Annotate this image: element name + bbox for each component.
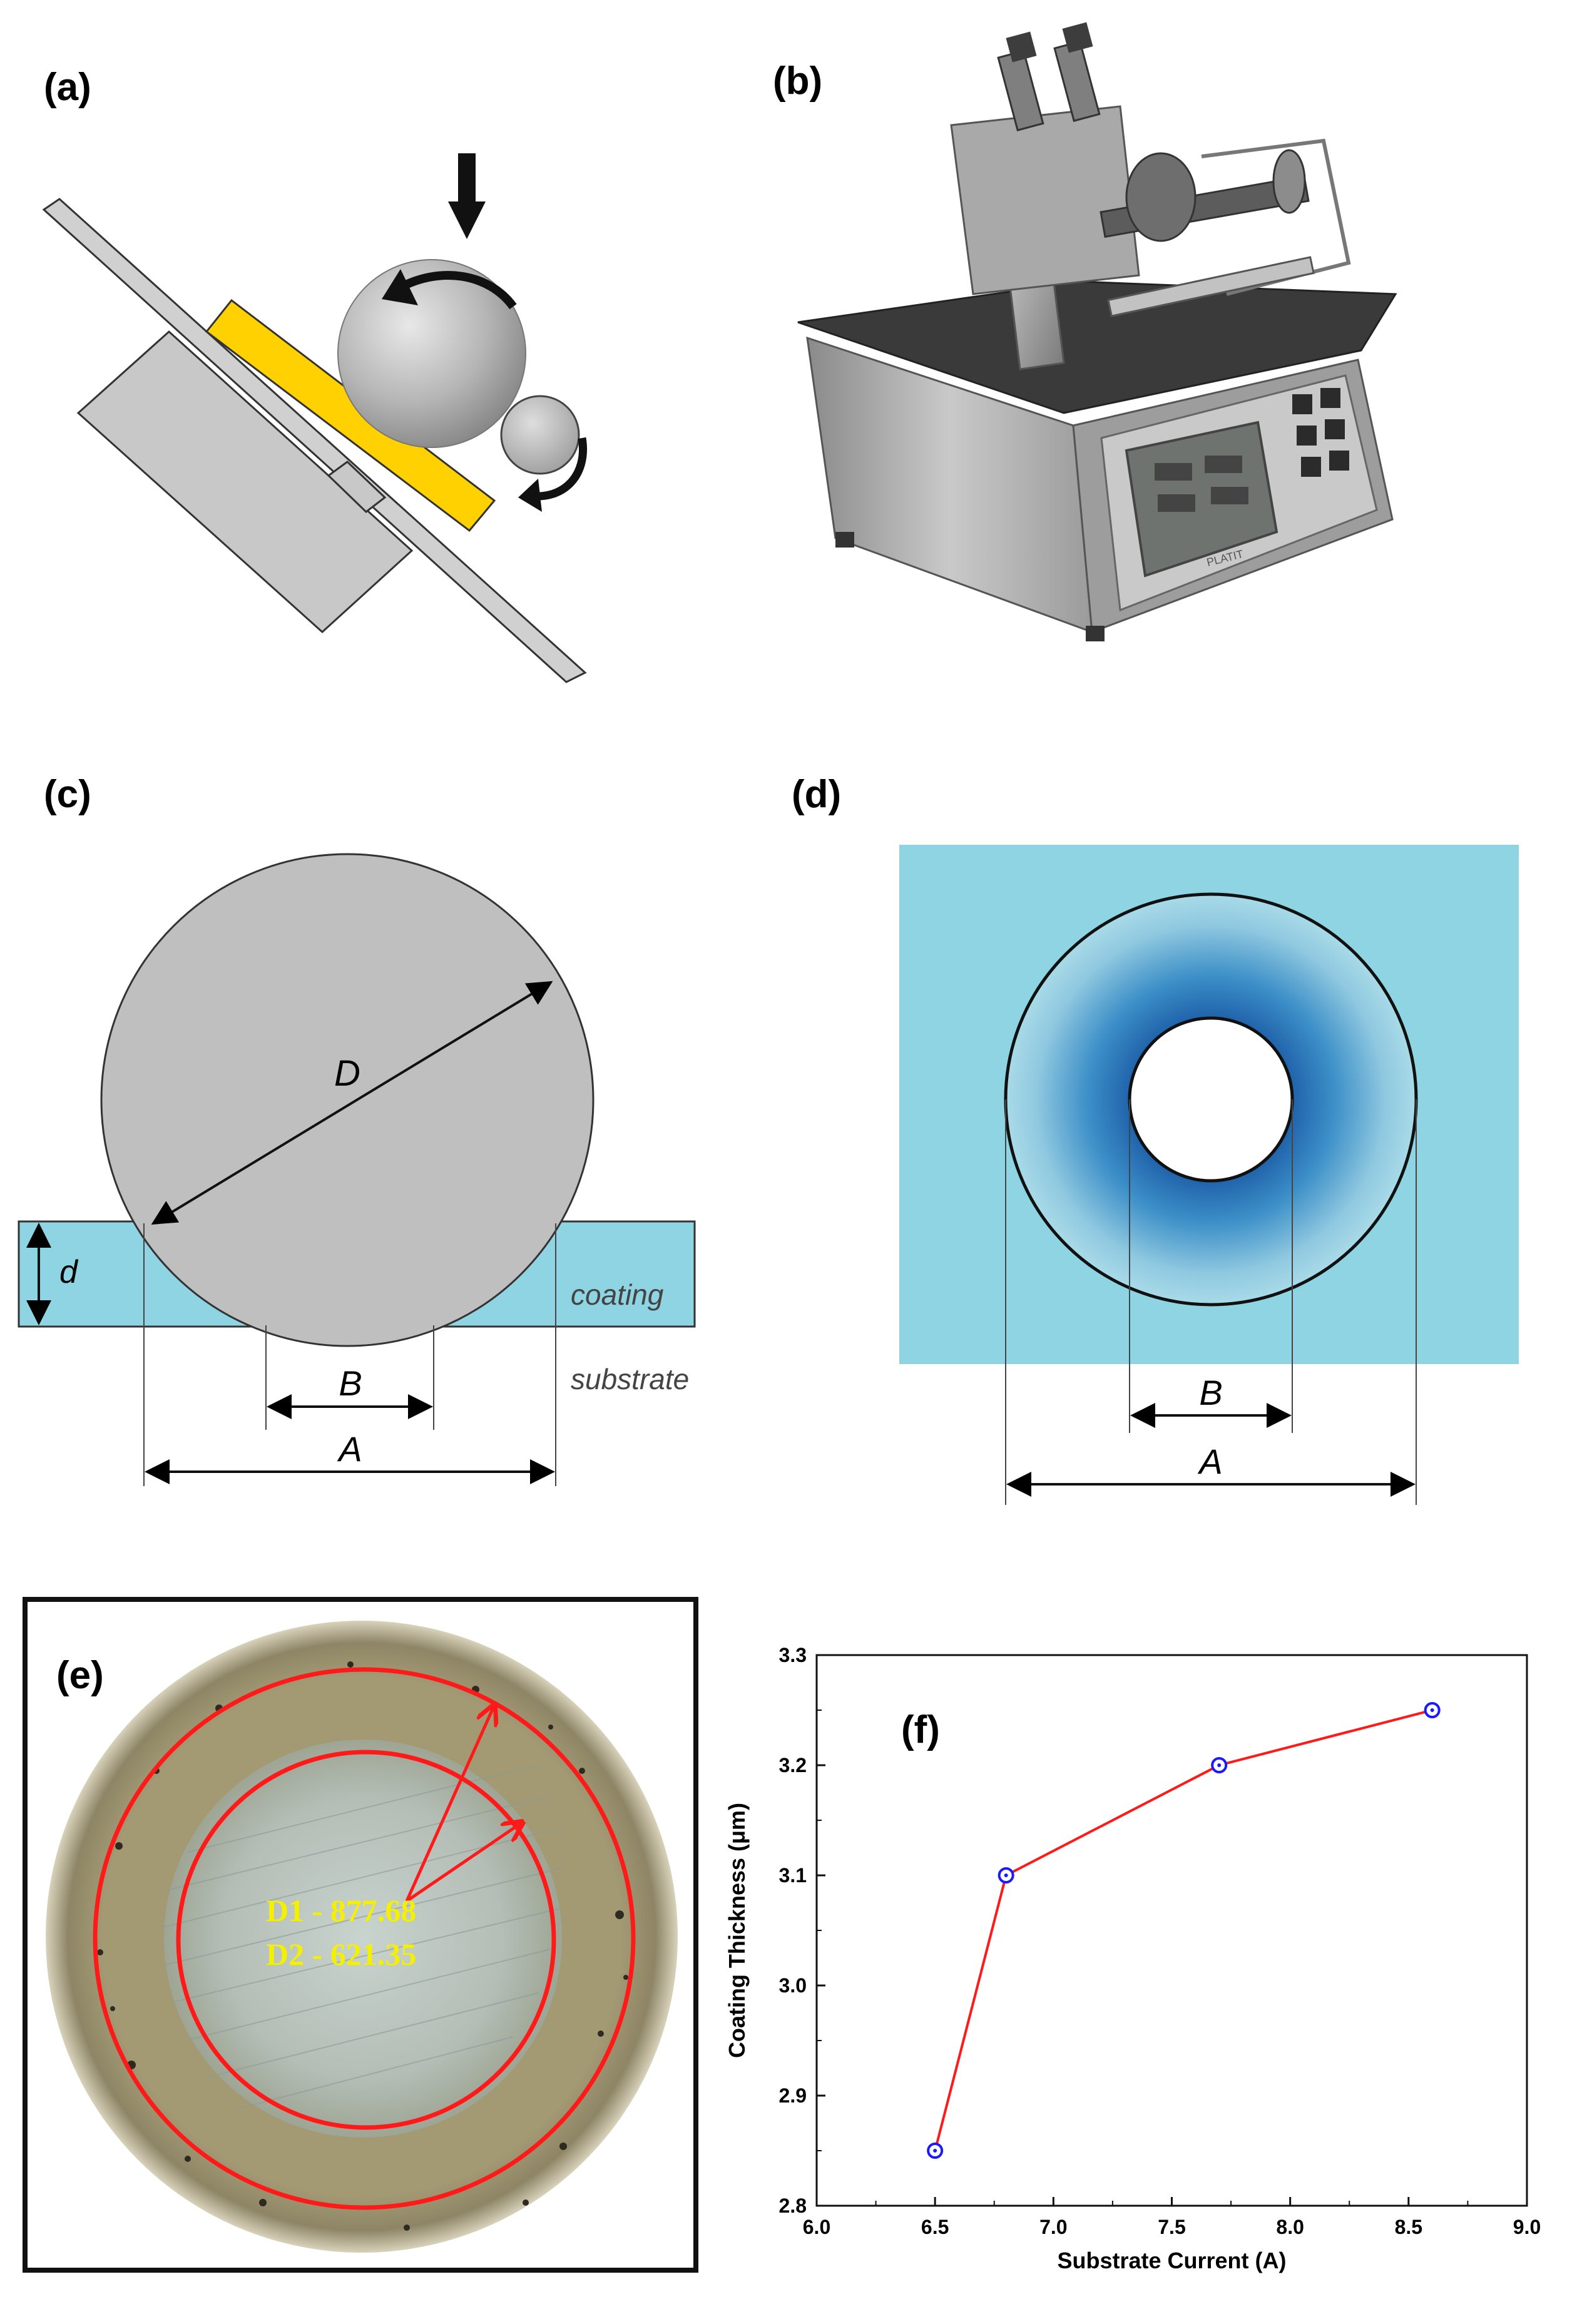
y-tick-label: 3.3 <box>779 1644 807 1666</box>
panel-e-label: (e) <box>56 1654 104 1697</box>
ball-cross-section <box>100 853 595 1347</box>
panel-f-chart: 6.0 6.5 7.0 7.5 8.0 8.5 9.0 2.8 2.9 3.0 3.1 3.2 3.3… <box>724 1644 1541 2273</box>
drive-shaft <box>500 395 580 475</box>
motor-housing <box>1125 152 1197 242</box>
machine-foot <box>1086 626 1105 641</box>
data-point-center <box>1217 1763 1222 1767</box>
label-B: B <box>1199 1373 1222 1412</box>
x-tick-label: 7.0 <box>1039 2216 1067 2238</box>
x-tick-label: 8.5 <box>1395 2216 1422 2238</box>
specimen-holder <box>76 330 414 634</box>
diameter-arrow <box>151 981 553 1225</box>
holder-connector <box>327 461 387 513</box>
panel-f-label: (f) <box>901 1708 940 1751</box>
y-tick-label: 3.2 <box>779 1754 807 1776</box>
coated-specimen <box>205 298 496 533</box>
shaft-rotation-arrow-icon <box>528 437 587 501</box>
inner-diameter-circle <box>176 1750 556 2130</box>
data-point-center <box>933 2149 937 2153</box>
panel-b-label: (b) <box>773 59 822 103</box>
tilted-plate <box>42 198 587 683</box>
y-tick-label: 3.1 <box>779 1864 807 1887</box>
scratch-texture <box>162 1764 564 2109</box>
y-tick-label: 2.8 <box>779 2194 807 2217</box>
grinding-ball <box>337 259 526 448</box>
data-point-center <box>1430 1708 1434 1712</box>
series-line <box>934 1709 1433 2151</box>
ball-rotation-arrow-icon <box>395 271 517 310</box>
panel-b: (b) PLATIT <box>773 22 1397 641</box>
label-d: d <box>59 1254 79 1290</box>
label-D: D <box>334 1053 360 1094</box>
force-arrow-icon <box>448 153 486 239</box>
keypad-key[interactable] <box>1325 419 1345 439</box>
d1-radius-arrow <box>405 1705 494 1902</box>
y-tick-label: 3.0 <box>779 1974 807 1997</box>
y-axis-ticks: 2.8 2.9 3.0 3.1 3.2 3.3 <box>779 1644 825 2217</box>
machine-foot <box>835 532 854 548</box>
x-tick-label: 9.0 <box>1513 2216 1541 2238</box>
panel-d-label: (d) <box>792 773 841 816</box>
panel-e: (e) D1 - 877.68 D2 - 621.35 <box>23 1597 698 2273</box>
panel-d: (d) B A <box>792 773 1519 1505</box>
handle-bar <box>1107 256 1315 317</box>
label-A: A <box>1197 1442 1222 1481</box>
panel-c: (c) D d coating substrate B A <box>18 773 696 1486</box>
data-markers <box>927 1702 1441 2159</box>
label-B: B <box>339 1363 362 1403</box>
carriage-block <box>950 105 1140 295</box>
ball-rotation-arrowhead-icon <box>382 269 418 305</box>
y-tick-label: 2.9 <box>779 2084 807 2107</box>
crater-inner-zone <box>164 1740 562 2138</box>
shaft-end <box>1272 149 1306 214</box>
x-axis-label: Substrate Current (A) <box>1057 2248 1286 2273</box>
keypad-key[interactable] <box>1292 394 1312 414</box>
screen-readout <box>1155 456 1248 512</box>
keypad-key[interactable] <box>1301 457 1321 477</box>
keypad <box>1292 388 1349 477</box>
y-axis-label: Coating Thickness (μm) <box>724 1803 750 2058</box>
label-A: A <box>337 1429 362 1469</box>
x-tick-label: 7.5 <box>1158 2216 1185 2238</box>
panel-a: (a) <box>34 66 691 695</box>
x-tick-label: 8.0 <box>1276 2216 1304 2238</box>
keypad-key[interactable] <box>1320 388 1340 408</box>
shaft-rotation-arrowhead-icon <box>518 479 542 512</box>
micrometer-knob-right <box>1062 22 1093 53</box>
outer-diameter-circle <box>93 1667 636 2210</box>
panel-a-label: (a) <box>44 66 91 109</box>
keypad-key[interactable] <box>1297 426 1317 446</box>
x-tick-label: 6.0 <box>803 2216 830 2238</box>
micrometer-knob-left <box>1006 31 1037 63</box>
micrometer-right <box>1053 40 1101 122</box>
data-point-center <box>1004 1873 1008 1877</box>
x-axis-ticks: 6.0 6.5 7.0 7.5 8.0 8.5 9.0 <box>803 2197 1541 2238</box>
x-tick-label: 6.5 <box>921 2216 949 2238</box>
coating-label: coating <box>571 1278 664 1311</box>
d1-measurement: D1 - 877.68 <box>266 1893 416 1928</box>
d2-radius-arrow <box>406 1822 523 1903</box>
keypad-key[interactable] <box>1329 451 1349 471</box>
exposed-substrate <box>1128 1016 1294 1183</box>
substrate-label: substrate <box>571 1363 689 1395</box>
d2-measurement: D2 - 621.35 <box>266 1937 416 1972</box>
panel-c-label: (c) <box>44 773 91 816</box>
